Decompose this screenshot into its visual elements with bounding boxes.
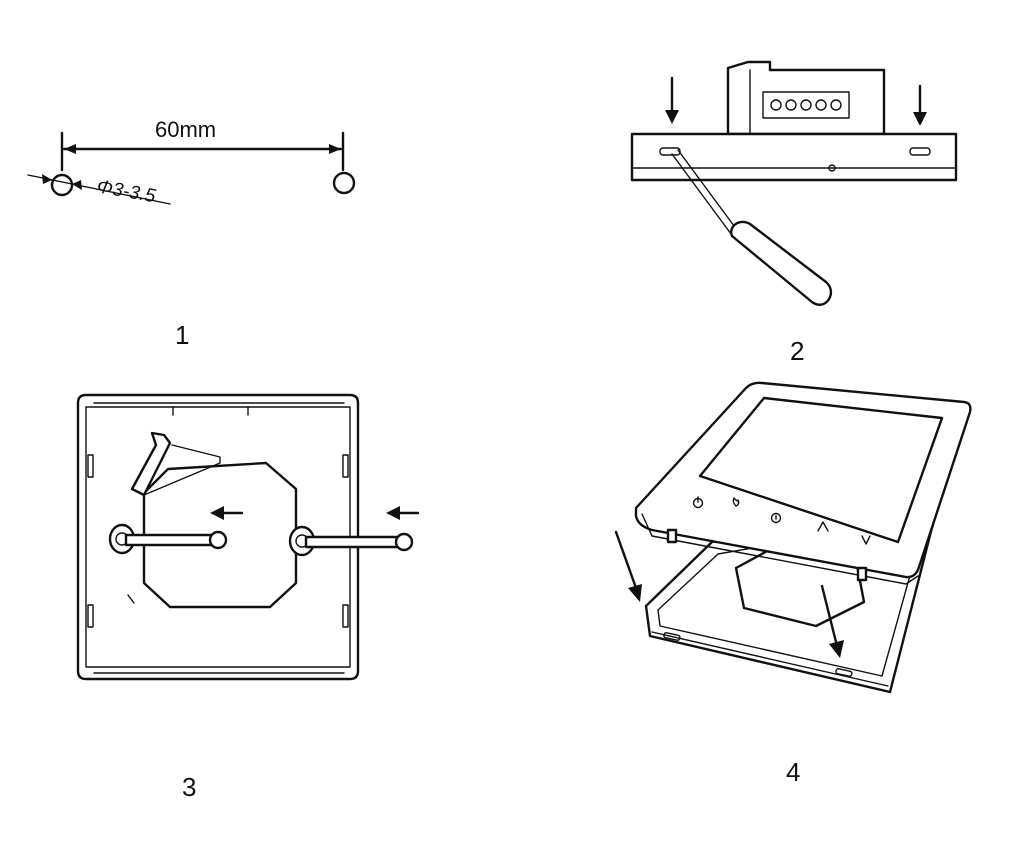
side-clip — [87, 604, 94, 628]
terminal-block — [726, 60, 886, 136]
step-4-attach-diagram — [614, 381, 972, 694]
step-1-label: 1 — [175, 320, 190, 350]
screwdriver-shaft-edge — [677, 149, 741, 235]
terminal-strip — [762, 91, 850, 119]
terminal-screw — [815, 99, 827, 111]
step-1-drill-diagram: 60mm Φ3-3.5 — [27, 117, 356, 207]
step-4-label: 4 — [786, 757, 801, 787]
power-icon — [692, 496, 704, 509]
base-frame-inner — [657, 517, 927, 677]
insert-arrow-head-left — [210, 506, 224, 520]
clock-icon — [770, 512, 782, 524]
dimension-arrow-right — [329, 144, 341, 154]
screw-head-left — [208, 530, 228, 550]
panel-tab-left — [666, 528, 678, 544]
attach-arrow-shaft-left — [614, 530, 638, 590]
frame-detail — [127, 594, 135, 604]
diameter-label: Φ3-3.5 — [95, 176, 157, 207]
flame-icon — [732, 497, 740, 507]
button-row — [692, 496, 871, 545]
terminal-screw — [800, 99, 812, 111]
base-slot-left — [663, 632, 681, 641]
release-slot-right — [909, 147, 931, 156]
screw-shaft-right — [304, 535, 402, 549]
mount-hole-left — [50, 173, 74, 197]
terminal-screw — [785, 99, 797, 111]
screwdriver-handle — [730, 220, 833, 306]
front-panel-thickness — [641, 513, 919, 585]
side-clip — [342, 454, 349, 478]
terminal-screw — [770, 99, 782, 111]
up-arrow-icon — [817, 521, 829, 532]
step-3-mount-diagram — [76, 393, 420, 681]
release-slot-left — [659, 147, 681, 156]
mount-hole-right — [332, 171, 356, 195]
attach-arrow-head-right — [829, 640, 844, 658]
panel-tab-right — [856, 566, 868, 582]
screwdriver-shaft — [671, 153, 735, 239]
attach-arrow-shaft-right — [820, 584, 838, 644]
dimension-arrow-left — [64, 144, 76, 154]
insert-arrow-head-right — [386, 506, 400, 520]
side-clip — [342, 604, 349, 628]
base-plate-rim — [93, 402, 345, 674]
wire-clip-arm — [143, 444, 221, 496]
base-slot-right — [835, 668, 853, 677]
push-arrow-head-right — [913, 112, 927, 126]
lcd-screen — [698, 396, 944, 544]
side-clip — [87, 454, 94, 478]
down-arrow-icon — [861, 535, 871, 545]
step-2-release-diagram — [630, 60, 958, 306]
dimension-label: 60mm — [155, 117, 216, 142]
push-arrow-head-left — [665, 110, 679, 124]
body-screw — [828, 164, 836, 172]
diameter-arrow-in — [42, 174, 52, 184]
step-3-label: 3 — [182, 772, 197, 802]
base-frame-edge — [651, 631, 889, 687]
step-2-label: 2 — [790, 336, 805, 366]
terminal-screw — [830, 99, 842, 111]
attach-arrow-head-left — [628, 584, 642, 602]
thermostat-side-body — [630, 132, 958, 182]
base-plate-inner-edge — [85, 406, 351, 668]
screw-shaft-left — [124, 533, 216, 547]
screw-head-right — [394, 532, 414, 552]
diameter-arrow-out — [72, 180, 82, 190]
